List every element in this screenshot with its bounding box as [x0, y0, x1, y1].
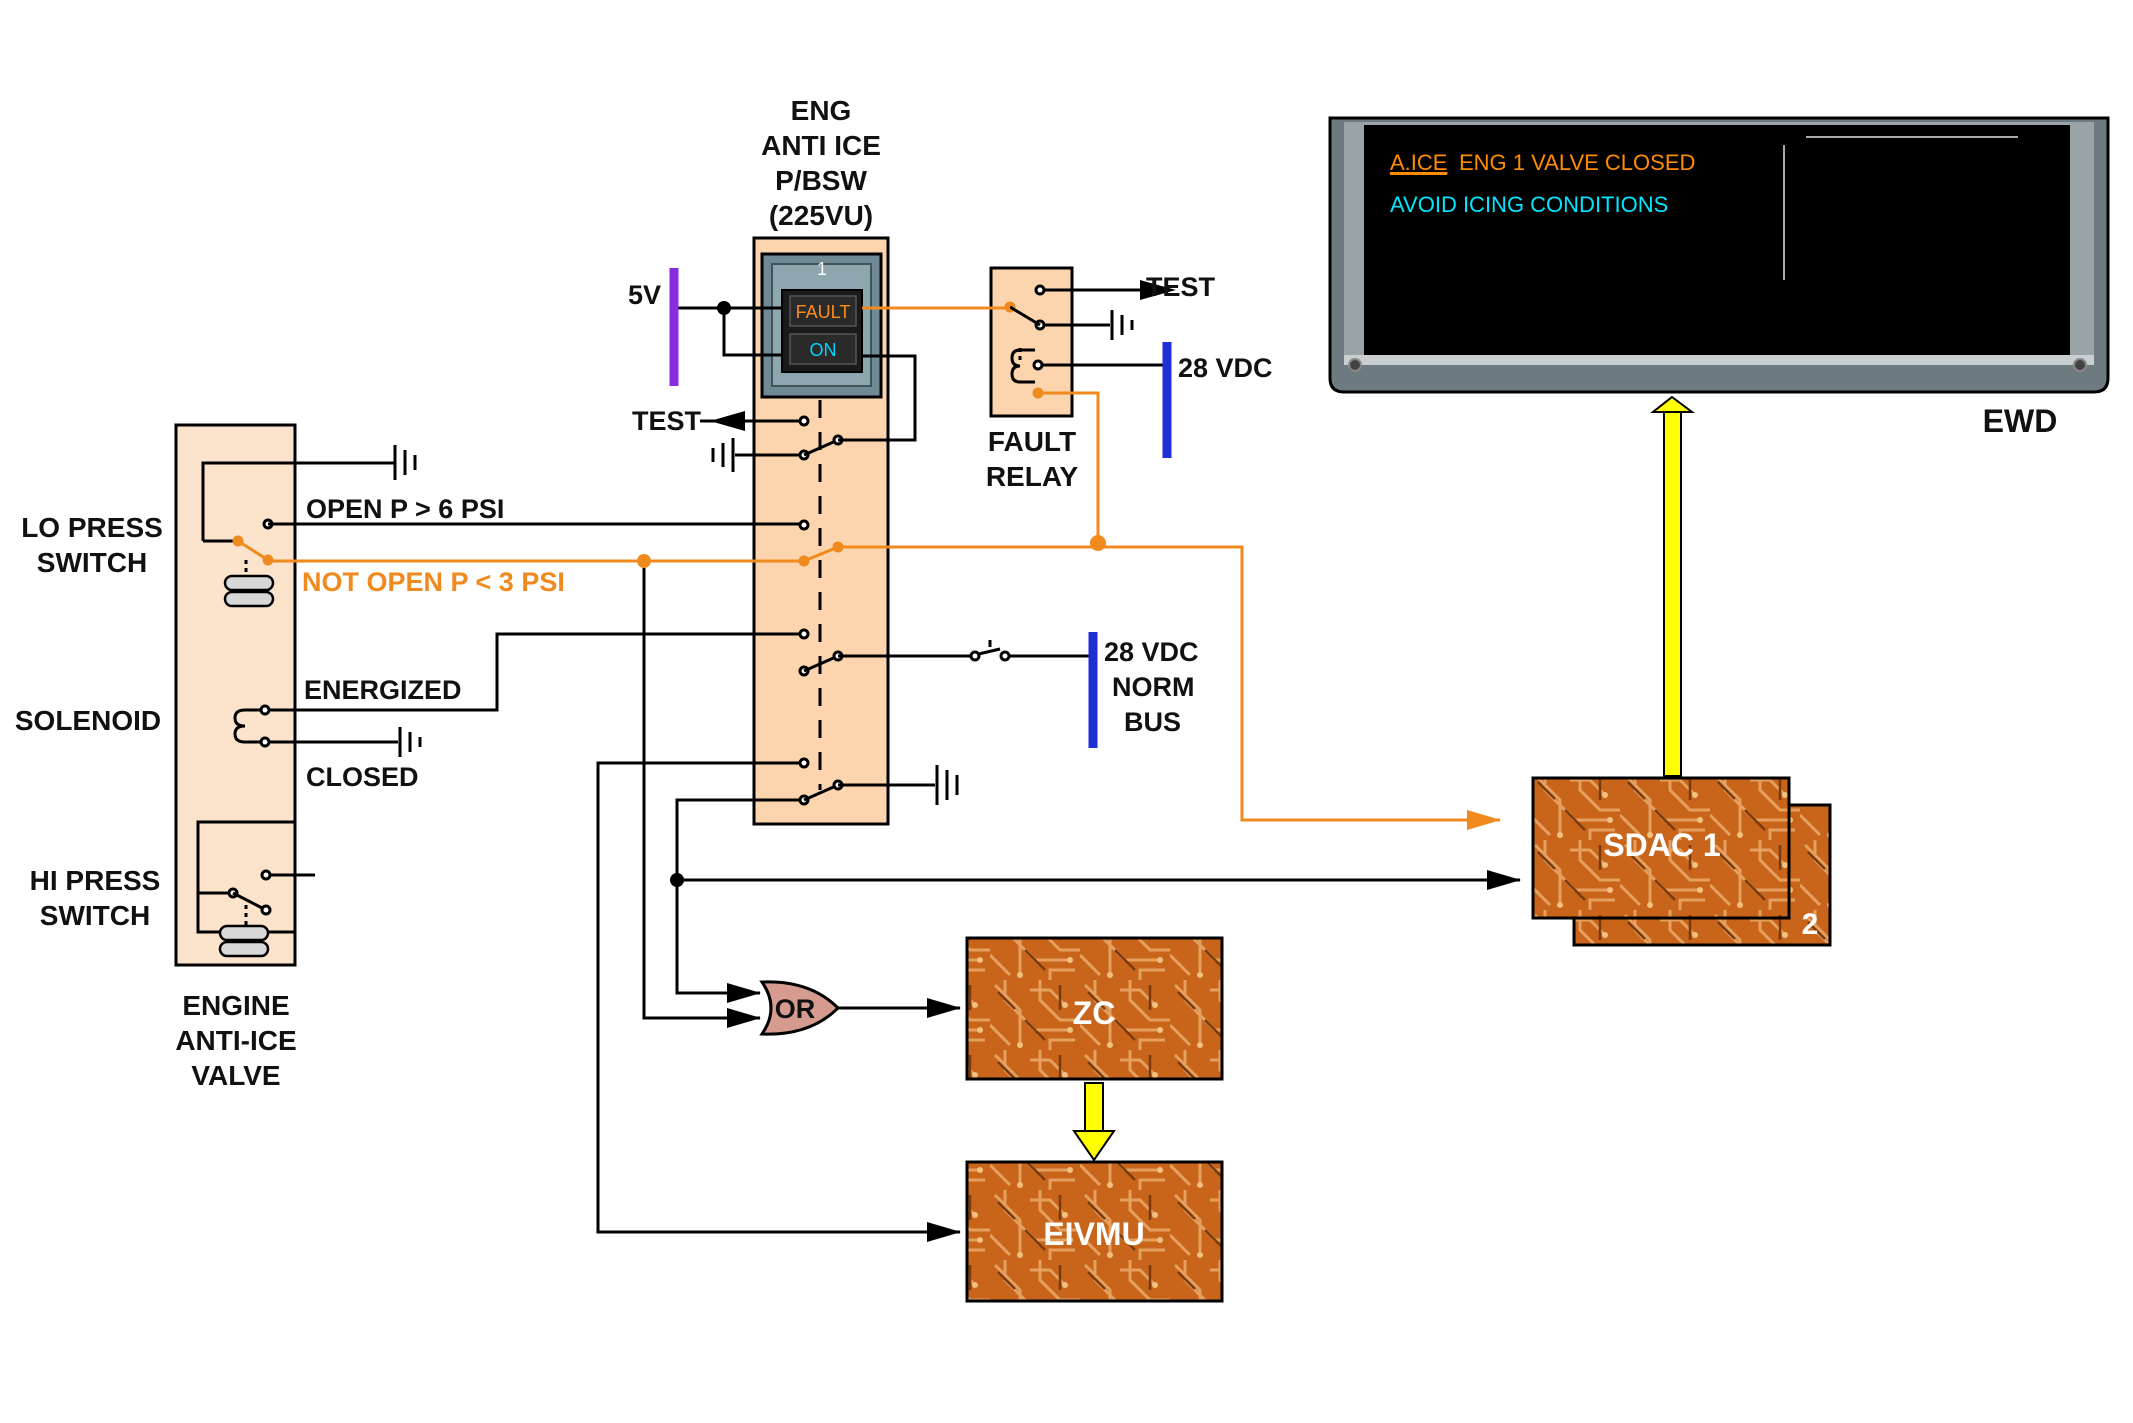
zc-to-eivmu-arrow	[1072, 1082, 1116, 1162]
sdac2-label: 2	[1802, 908, 1819, 941]
ground-symbol-icon	[268, 727, 422, 757]
fault-wires	[268, 306, 1501, 830]
signal-wires	[268, 306, 1521, 1242]
ground-symbol-icon	[711, 438, 735, 472]
hi-press-switch	[196, 820, 315, 934]
fault-relay	[989, 266, 1176, 418]
pushbutton-number: 1	[817, 259, 827, 279]
engine-anti-ice-valve	[174, 423, 417, 967]
relay-28vdc-label: 28 VDC	[1178, 353, 1273, 383]
lo-press-label-1: LO PRESS	[21, 512, 163, 543]
or-gate-label: OR	[775, 994, 816, 1024]
pressure-bellows-icon	[223, 574, 275, 608]
ewd-msg-prefix: A.ICE	[1390, 150, 1447, 175]
lo-press-label-2: SWITCH	[37, 547, 147, 578]
norm-bus-label-1: 28 VDC	[1104, 637, 1199, 667]
screw-icon	[2073, 358, 2087, 372]
energized-label: ENERGIZED	[304, 675, 462, 705]
hi-pressure-bellows-icon	[218, 924, 270, 958]
norm-bus-label-3: BUS	[1124, 707, 1181, 737]
pbsw-title-4: (225VU)	[769, 200, 873, 231]
junction-dot	[717, 301, 731, 315]
ewd-label: EWD	[1983, 403, 2058, 439]
closed-label: CLOSED	[306, 762, 419, 792]
pbsw-title-1: ENG	[791, 95, 852, 126]
zc-label: ZC	[1073, 995, 1116, 1031]
pbsw-title-3: P/BSW	[775, 165, 867, 196]
valve-name-3: VALVE	[191, 1060, 280, 1091]
solenoid-label: SOLENOID	[15, 705, 161, 736]
test-arrow-right	[1140, 280, 1176, 300]
hi-press-label-1: HI PRESS	[30, 865, 161, 896]
junction-dot	[1090, 535, 1106, 551]
fault-relay-label-2: RELAY	[986, 461, 1079, 492]
test-label-left: TEST	[632, 406, 702, 436]
not-open-psi-label: NOT OPEN P < 3 PSI	[302, 567, 565, 597]
norm-bus-label-2: NORM	[1112, 672, 1195, 702]
ewd-display	[1328, 116, 2110, 394]
fault-relay-label-1: FAULT	[988, 426, 1076, 457]
test-arrow-left	[710, 411, 800, 431]
sdac1-label: SDAC 1	[1603, 827, 1720, 863]
ewd-msg-text: ENG 1 VALVE CLOSED	[1459, 150, 1695, 175]
fault-legend: FAULT	[796, 302, 851, 322]
junction-dot	[670, 873, 684, 887]
eng1-anti-ice-pushbutton[interactable]	[789, 295, 857, 365]
eivmu-computer	[965, 1160, 1224, 1303]
test-label-right: TEST	[1146, 272, 1216, 302]
sdac-to-ewd-arrow	[1650, 395, 1695, 777]
pbsw-title-2: ANTI ICE	[761, 130, 881, 161]
hi-press-label-2: SWITCH	[40, 900, 150, 931]
valve-name-2: ANTI-ICE	[175, 1025, 296, 1056]
ewd-msg-action: AVOID ICING CONDITIONS	[1390, 192, 1668, 217]
eivmu-label: EIVMU	[1043, 1216, 1144, 1252]
5v-label: 5V	[628, 280, 661, 310]
junction-dot	[637, 554, 651, 568]
sdac1-computer	[1531, 776, 1791, 920]
open-psi-label: OPEN P > 6 PSI	[306, 494, 504, 524]
zc-computer	[965, 936, 1224, 1081]
or-gate	[759, 980, 841, 1036]
on-legend: ON	[810, 340, 837, 360]
screw-icon	[1348, 358, 1362, 372]
valve-name-1: ENGINE	[182, 990, 289, 1021]
